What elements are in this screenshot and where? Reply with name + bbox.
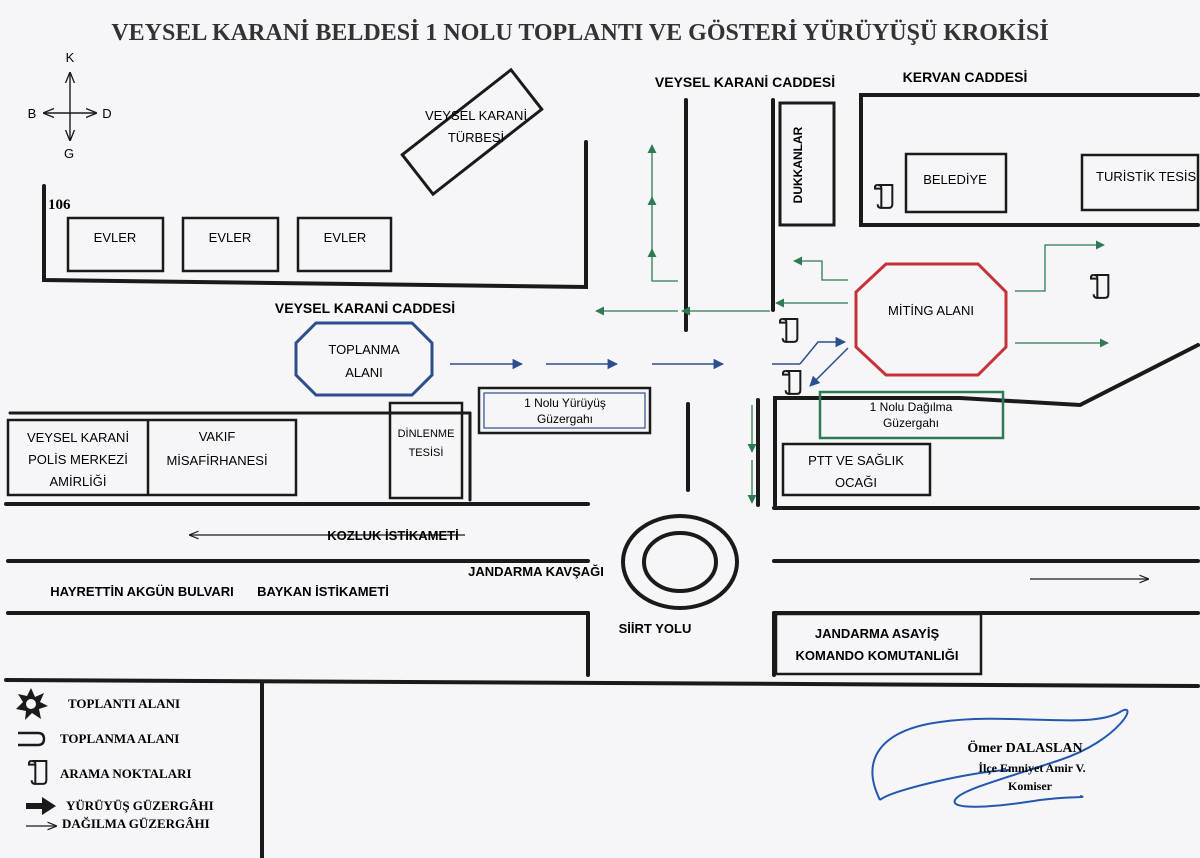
number-106: 106 xyxy=(48,197,71,213)
legend-label-search: ARAMA NOKTALARI xyxy=(60,766,192,781)
compass-east: D xyxy=(102,106,111,121)
rest-facility xyxy=(388,401,464,500)
guesthouse-label-2: MİSAFİRHANESİ xyxy=(166,453,267,468)
march-route-box xyxy=(477,386,652,435)
legend: TOPLANTI ALANI TOPLANMA ALANI ARAMA NOKT… xyxy=(16,688,214,831)
dispersal-route-label-2: Güzergahı xyxy=(883,416,939,430)
signatory-title: İlçe Emniyet Amir V. xyxy=(978,761,1085,775)
rest-facility-label-1: DİNLENME xyxy=(398,427,455,440)
compass-icon xyxy=(44,73,96,140)
junction-label: JANDARMA KAVŞAĞI xyxy=(468,564,604,579)
turbe-label-1: VEYSEL KARANİ xyxy=(425,108,527,123)
municipality-building xyxy=(904,152,1008,214)
turbe-label-2: TÜRBESİ xyxy=(448,130,504,145)
gendarmerie-label-2: KOMANDO KOMUTANLIĞI xyxy=(796,648,959,663)
thick-arrow-icon xyxy=(26,797,56,815)
compass-south: G xyxy=(64,146,74,161)
tourist-facility-label: TURİSTİK TESİS xyxy=(1096,169,1196,184)
shops-label: DUKKANLAR xyxy=(791,126,805,203)
siirt-road-label: SİİRT YOLU xyxy=(619,621,692,636)
signatory-rank: Komiser xyxy=(1008,779,1053,793)
post-health-label-2: OCAĞI xyxy=(835,475,877,490)
march-route-label-1: 1 Nolu Yürüyüş xyxy=(524,396,606,410)
kozluk-label: KOZLUK İSTİKAMETİ xyxy=(327,528,458,543)
march-route-arrows xyxy=(450,336,849,387)
compass-north: K xyxy=(66,50,75,65)
street-label-kervan: KERVAN CADDESİ xyxy=(903,69,1028,85)
signature-scribble xyxy=(871,709,1129,808)
legend-label-dispersal: DAĞILMA GÜZERGÂHI xyxy=(62,816,210,831)
municipality-label: BELEDİYE xyxy=(923,172,987,187)
legend-label-march: YÜRÜYÜŞ GÜZERGÂHI xyxy=(66,798,214,813)
legend-label-meeting: TOPLANTI ALANI xyxy=(68,696,180,711)
houses xyxy=(66,216,393,273)
signatory-name: Ömer DALASLAN xyxy=(967,739,1082,756)
legend-label-assembly: TOPLANMA ALANI xyxy=(60,731,179,746)
house-label: EVLER xyxy=(209,230,252,245)
march-route-label-2: Güzergahı xyxy=(537,412,593,426)
boulevard-label: HAYRETTİN AKGÜN BULVARI xyxy=(50,584,233,599)
police-guesthouse-block xyxy=(6,418,298,497)
dispersal-route-arrows xyxy=(595,144,1109,504)
road-lines xyxy=(4,93,1200,858)
page-title: VEYSEL KARANİ BELDESİ 1 NOLU TOPLANTI VE… xyxy=(111,20,1048,46)
compass-west: B xyxy=(28,106,37,121)
post-health-building xyxy=(781,442,932,497)
rally-label: MİTİNG ALANI xyxy=(888,303,974,318)
guesthouse-label-1: VAKIF xyxy=(199,429,236,444)
police-label-3: AMİRLİĞİ xyxy=(49,474,106,489)
house-label: EVLER xyxy=(324,230,367,245)
assembly-label-2: ALANI xyxy=(345,365,383,380)
rest-facility-label-2: TESİSİ xyxy=(409,446,444,459)
turbe-building: VEYSEL KARANİ TÜRBESİ xyxy=(400,67,544,197)
house-label: EVLER xyxy=(94,230,137,245)
gendarmerie-label-1: JANDARMA ASAYİŞ xyxy=(815,626,940,641)
roundabout xyxy=(621,514,739,610)
street-label-left: VEYSEL KARANİ CADDESİ xyxy=(275,300,455,316)
u-shape-icon xyxy=(18,731,46,747)
rally-area: MİTİNG ALANI xyxy=(854,262,1008,377)
assembly-label-1: TOPLANMA xyxy=(328,342,400,357)
assembly-area: TOPLANMA ALANI xyxy=(294,321,434,397)
dispersal-route-box xyxy=(818,390,1005,440)
gendarmerie-building xyxy=(774,612,983,676)
street-label-top: VEYSEL KARANİ CADDESİ xyxy=(655,74,835,90)
police-label-2: POLİS MERKEZİ xyxy=(28,452,128,467)
shops-building xyxy=(778,101,836,227)
star-icon xyxy=(16,688,48,720)
dispersal-route-label-1: 1 Nolu Dağılma xyxy=(870,400,953,414)
baykan-label: BAYKAN İSTİKAMETİ xyxy=(257,584,389,599)
police-label-1: VEYSEL KARANİ xyxy=(27,430,129,445)
post-health-label-1: PTT VE SAĞLIK xyxy=(808,453,904,468)
tourist-facility xyxy=(1080,153,1200,212)
